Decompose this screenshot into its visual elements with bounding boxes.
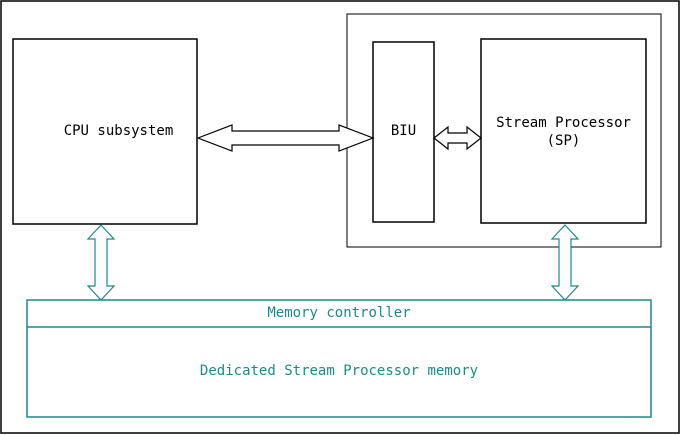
- biu-box: [372, 41, 435, 223]
- cpu-memory-double-arrow: [86, 224, 116, 301]
- cpu-biu-double-arrow: [196, 124, 375, 152]
- biu-sp-double-arrow: [433, 125, 482, 151]
- cpu-subsystem-label: CPU subsystem: [63, 123, 174, 139]
- dedicated-memory-label: Dedicated Stream Processor memory: [199, 363, 479, 379]
- biu-label: BIU: [390, 123, 417, 139]
- stream-processor-box: [480, 38, 647, 224]
- stream-processor-label: Stream Processor (SP): [496, 115, 631, 149]
- memory-controller-label: Memory controller: [267, 305, 411, 321]
- cpu-subsystem-box: [12, 38, 198, 225]
- memory-block: [26, 299, 652, 418]
- sp-memory-double-arrow: [550, 224, 580, 301]
